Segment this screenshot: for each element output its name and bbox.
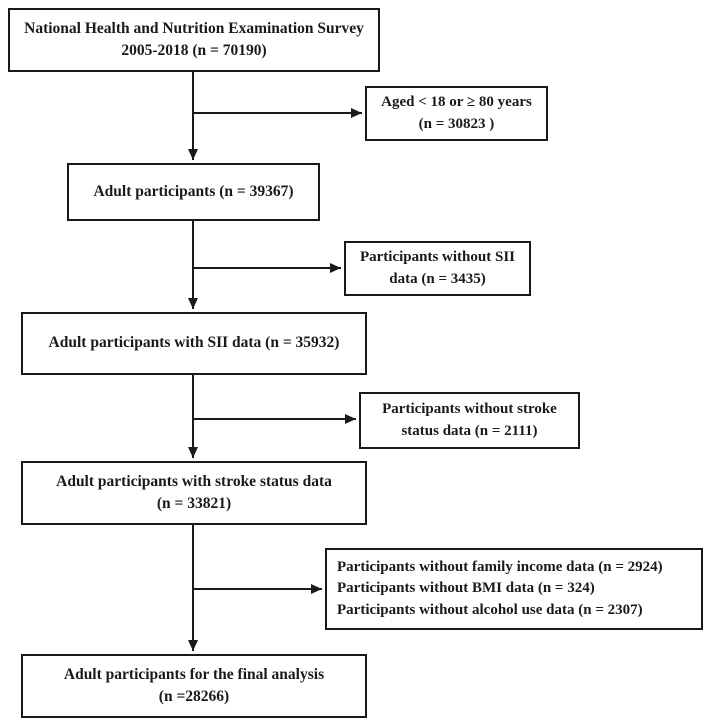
box-adult-stroke-status-line1: Adult participants with stroke status da… — [56, 472, 332, 490]
box-adult-sii: Adult participants with SII data (n = 35… — [21, 312, 367, 375]
box-final-analysis-line2: (n =28266) — [158, 688, 230, 705]
box-excluded-covariates-line2: Participants without BMI data (n = 324) — [337, 580, 595, 597]
box-excluded-covariates-line1: Participants without family income data … — [337, 559, 663, 576]
box-excluded-stroke-status-line1: Participants without stroke — [382, 400, 557, 417]
box-adult-participants-line1: Adult participants (n = 39367) — [93, 182, 294, 200]
box-excluded-sii-line1: Participants without SII — [359, 248, 516, 265]
box-adult-stroke-status: Adult participants with stroke status da… — [21, 461, 367, 525]
box-nhanes-source: National Health and Nutrition Examinatio… — [8, 8, 380, 72]
box-excluded-sii-line2: data (n = 3435) — [389, 270, 486, 287]
box-final-analysis: Adult participants for the final analysi… — [21, 654, 367, 718]
box-adult-participants: Adult participants (n = 39367) — [67, 163, 320, 221]
box-adult-stroke-status-line2: (n = 33821) — [156, 495, 232, 512]
box-excluded-age-line1: Aged < 18 or ≥ 80 years — [381, 93, 532, 110]
box-excluded-covariates: Participants without family income data … — [325, 548, 703, 630]
box-nhanes-line2: 2005-2018 (n = 70190) — [121, 42, 267, 59]
box-excluded-sii: Participants without SII data (n = 3435) — [344, 241, 531, 296]
box-excluded-covariates-line3: Participants without alcohol use data (n… — [337, 601, 643, 618]
box-nhanes-line1: National Health and Nutrition Examinatio… — [24, 19, 364, 37]
box-excluded-stroke-status-line2: status data (n = 2111) — [401, 422, 538, 439]
box-final-analysis-line1: Adult participants for the final analysi… — [63, 665, 325, 683]
box-excluded-stroke-status: Participants without stroke status data … — [359, 392, 580, 449]
box-excluded-age: Aged < 18 or ≥ 80 years (n = 30823 ) — [365, 86, 548, 141]
box-adult-sii-line1: Adult participants with SII data (n = 35… — [48, 334, 340, 352]
box-excluded-age-line2: (n = 30823 ) — [418, 115, 495, 132]
